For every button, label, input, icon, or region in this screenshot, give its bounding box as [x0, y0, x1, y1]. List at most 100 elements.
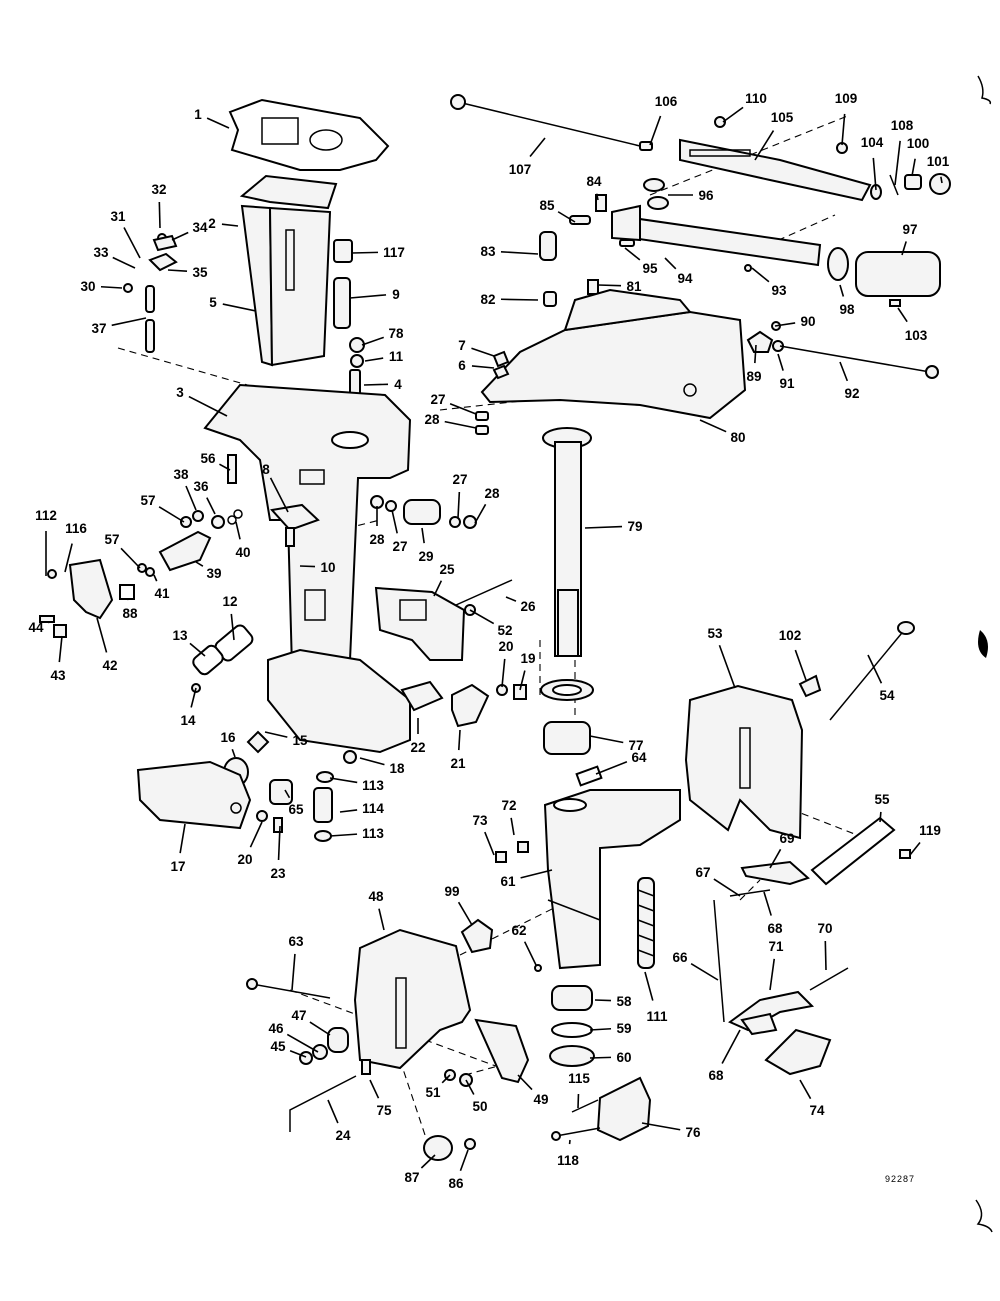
part-number-24: 24 [335, 1128, 351, 1143]
leader-line-38 [185, 485, 197, 511]
part-number-117: 117 [383, 245, 405, 260]
leader-line-101 [940, 176, 943, 184]
leader-line-72 [510, 817, 515, 836]
part-number-55: 55 [874, 792, 890, 807]
leader-line-43 [58, 635, 63, 663]
leader-line-7 [471, 347, 495, 357]
part-number-71: 71 [768, 939, 784, 954]
part-number-100: 100 [907, 136, 930, 151]
leader-line-21 [457, 729, 461, 751]
pins-and-clips [123, 233, 178, 353]
leader-line-108 [894, 140, 901, 186]
part-number-80: 80 [730, 430, 745, 445]
tilt-tube [798, 621, 915, 721]
part-number-19: 19 [520, 651, 535, 666]
part-number-105: 105 [771, 110, 794, 125]
leader-line-46 [286, 1033, 319, 1053]
tilt-lock-parts [729, 860, 810, 897]
swivel-bushings [549, 985, 595, 1067]
part-number-106: 106 [655, 94, 678, 109]
part-number-87: 87 [404, 1170, 419, 1185]
leader-line-104 [872, 157, 877, 191]
leader-line-111 [644, 971, 654, 1001]
swivel-bracket [543, 789, 681, 970]
part-number-6: 6 [458, 358, 466, 373]
leader-line-34 [171, 231, 189, 241]
leader-line-40 [235, 521, 241, 540]
part-number-77: 77 [628, 738, 643, 753]
leader-line-76 [641, 1122, 681, 1131]
part-number-81: 81 [626, 279, 642, 294]
part-number-14: 14 [180, 713, 196, 728]
part-number-35: 35 [192, 265, 208, 280]
leader-line-68 [763, 891, 772, 916]
leader-line-39 [195, 561, 204, 567]
part-number-91: 91 [779, 376, 795, 391]
part-number-1: 1 [194, 107, 202, 122]
leader-line-73 [484, 831, 495, 856]
leader-line-97 [901, 241, 907, 256]
part-number-72: 72 [501, 798, 516, 813]
leader-line-102 [794, 649, 807, 681]
leader-line-71 [769, 958, 776, 991]
exhaust-housing [203, 383, 412, 754]
part-number-98: 98 [839, 302, 855, 317]
part-number-62: 62 [511, 923, 526, 938]
leader-line-44 [47, 621, 51, 624]
leader-line-49 [517, 1074, 533, 1091]
leader-line-33 [112, 256, 136, 269]
leader-line-30 [100, 285, 123, 289]
leader-line-89 [754, 344, 757, 364]
grommet-plate [270, 503, 320, 547]
part-number-36: 36 [193, 479, 209, 494]
part-number-119: 119 [919, 823, 941, 838]
part-number-2: 2 [208, 216, 216, 231]
part-number-89: 89 [746, 369, 761, 384]
part-number-39: 39 [206, 566, 221, 581]
part-number-21: 21 [450, 756, 466, 771]
bracket-nuts [299, 1027, 349, 1065]
part-number-111: 111 [646, 1009, 668, 1024]
leader-line-16 [231, 749, 236, 758]
part-number-18: 18 [389, 761, 405, 776]
leader-line-57 [120, 547, 141, 569]
part-number-53: 53 [707, 626, 723, 641]
part-number-86: 86 [448, 1176, 464, 1191]
part-number-108: 108 [891, 118, 914, 133]
leader-line-105 [754, 130, 775, 161]
part-number-95: 95 [642, 261, 658, 276]
part-number-96: 96 [698, 188, 714, 203]
part-number-112: 112 [35, 508, 57, 523]
leader-line-58 [594, 999, 612, 1002]
part-number-42: 42 [102, 658, 117, 673]
stern-bracket-right [684, 684, 804, 840]
part-number-48: 48 [368, 889, 384, 904]
throttle-rod [450, 94, 653, 151]
part-number-27: 27 [452, 472, 467, 487]
leader-line-63 [291, 953, 296, 991]
part-number-23: 23 [270, 866, 286, 881]
leader-line-27 [457, 491, 461, 519]
part-number-13: 13 [172, 628, 188, 643]
leader-line-5 [222, 303, 257, 312]
leader-line-59 [589, 1027, 612, 1031]
callout-leaders [45, 106, 943, 1172]
part-number-67: 67 [695, 865, 710, 880]
clamp-pad [423, 1135, 476, 1161]
part-number-50: 50 [472, 1099, 487, 1114]
leader-line-98 [839, 284, 845, 297]
part-number-93: 93 [771, 283, 787, 298]
leader-line-80 [699, 419, 727, 433]
shifter-plate-and-link [400, 680, 527, 728]
part-number-113: 113 [362, 826, 384, 841]
steering-tube [542, 427, 592, 657]
leader-line-42 [96, 617, 108, 653]
drawing-number: 92287 [885, 1174, 915, 1184]
leader-line-27 [391, 509, 398, 534]
part-number-28: 28 [484, 486, 500, 501]
leader-line-18 [359, 757, 385, 766]
leader-line-56 [219, 463, 231, 471]
part-number-30: 30 [80, 279, 95, 294]
part-number-52: 52 [497, 623, 512, 638]
leader-line-92 [839, 361, 849, 382]
